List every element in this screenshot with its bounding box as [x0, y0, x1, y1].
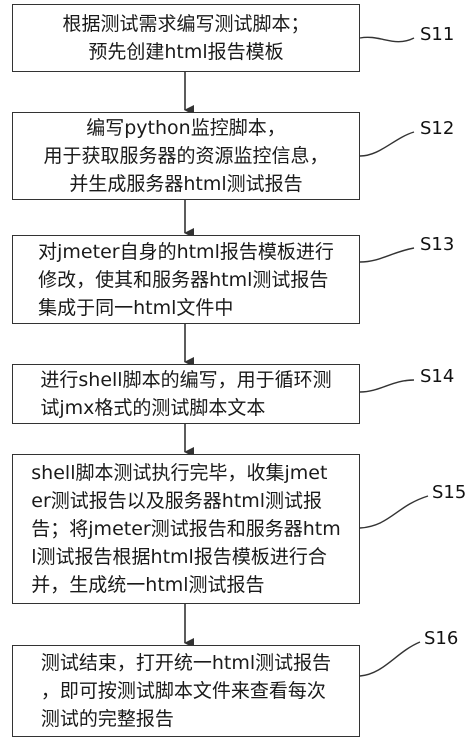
leader-s12 — [359, 131, 415, 157]
step-text-s11: 根据测试需求编写测试脚本； 预先创建html报告模板 — [62, 13, 310, 63]
step-box-s14: 进行shell脚本的编写，用于循环测 试jmx格式的测试脚本文本 — [12, 364, 360, 424]
step-text-s13: 对jmeter自身的html报告模板进行 修改，使其和服务器html测试报告 集… — [38, 240, 334, 319]
step-text-s14: 进行shell脚本的编写，用于循环测 试jmx格式的测试脚本文本 — [40, 369, 332, 419]
step-box-s15: shell脚本测试执行完毕，收集jmet er测试报告以及服务器html测试报 … — [12, 454, 360, 604]
step-label-s12: S12 — [420, 118, 455, 139]
leader-s13 — [359, 247, 415, 263]
step-label-s14: S14 — [420, 366, 455, 387]
leader-s15 — [359, 495, 429, 529]
step-text-s12: 编写python监控脚本， 用于获取服务器的资源监控信息， 并生成服务器html… — [43, 117, 329, 195]
step-text-s16: 测试结束，打开统一html测试报告 ，即可按测试脚本文件来查看每次 测试的完整报… — [40, 652, 332, 730]
leader-s11 — [359, 36, 415, 43]
leader-s16 — [359, 641, 421, 677]
step-label-s16: S16 — [424, 628, 459, 649]
leader-s14 — [359, 379, 415, 393]
step-label-s13: S13 — [420, 234, 455, 255]
step-text-s15: shell脚本测试执行完毕，收集jmet er测试报告以及服务器html测试报 … — [31, 462, 341, 596]
step-box-s13: 对jmeter自身的html报告模板进行 修改，使其和服务器html测试报告 集… — [12, 235, 360, 324]
step-label-s15: S15 — [432, 482, 467, 503]
step-box-s11: 根据测试需求编写测试脚本； 预先创建html报告模板 — [12, 4, 360, 72]
step-box-s16: 测试结束，打开统一html测试报告 ，即可按测试脚本文件来查看每次 测试的完整报… — [12, 645, 360, 737]
step-box-s12: 编写python监控脚本， 用于获取服务器的资源监控信息， 并生成服务器html… — [12, 112, 360, 200]
step-label-s11: S11 — [420, 24, 455, 45]
